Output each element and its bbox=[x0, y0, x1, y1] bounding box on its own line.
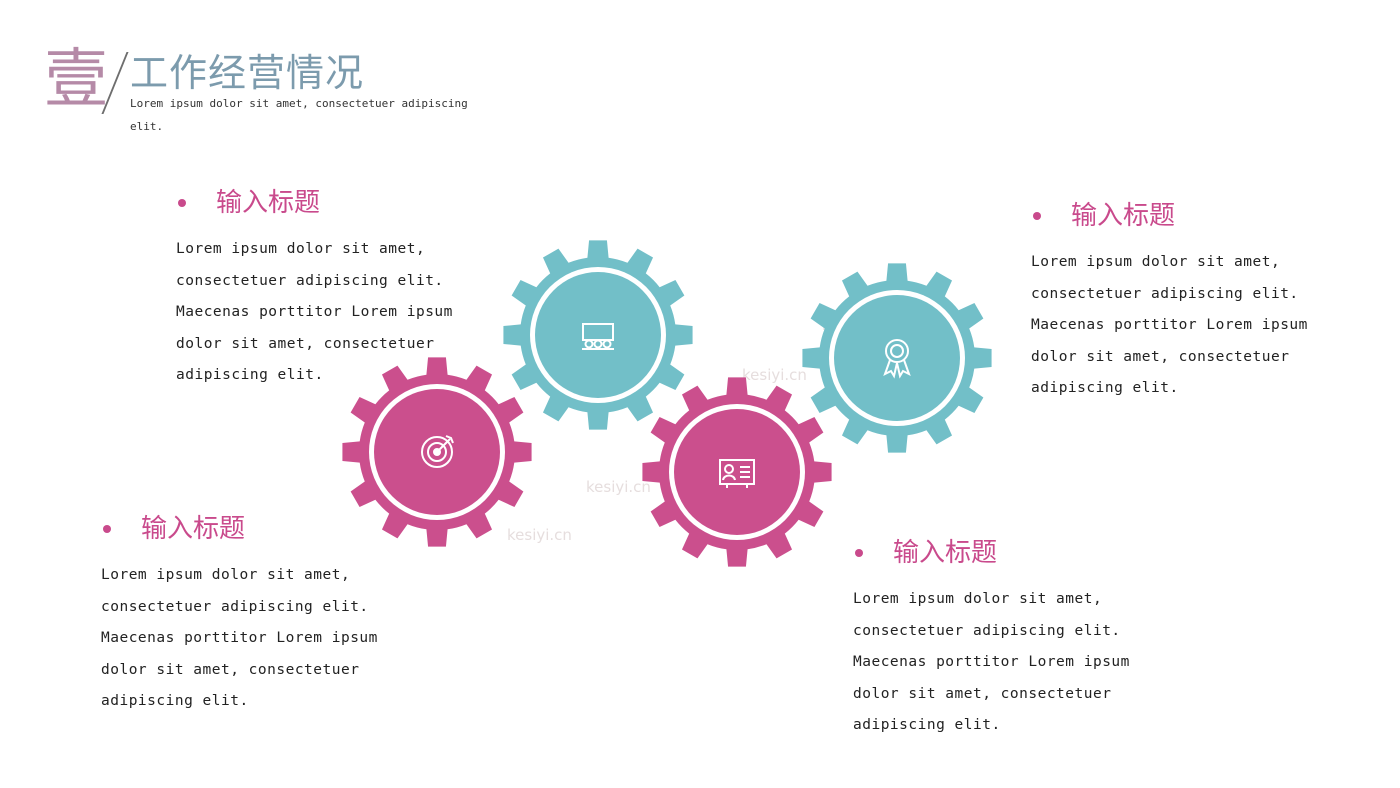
section-number: 壹 bbox=[44, 43, 108, 117]
block-heading: 输入标题 bbox=[853, 536, 1153, 570]
info-block-top-right: 输入标题 Lorem ipsum dolor sit amet, consect… bbox=[1031, 199, 1331, 405]
block-title: 输入标题 bbox=[141, 514, 246, 544]
award-ribbon-icon bbox=[883, 339, 911, 379]
bullet-dot bbox=[103, 525, 111, 533]
block-body: Lorem ipsum dolor sit amet, consectetuer… bbox=[853, 591, 1130, 733]
slide-subtitle: Lorem ipsum dolor sit amet, consectetuer… bbox=[130, 97, 468, 133]
block-title: 输入标题 bbox=[216, 188, 321, 218]
info-block-bottom-left: 输入标题 Lorem ipsum dolor sit amet, consect… bbox=[101, 512, 401, 718]
gear-core bbox=[535, 272, 661, 398]
block-heading: 输入标题 bbox=[1031, 199, 1331, 233]
block-body: Lorem ipsum dolor sit amet, consectetuer… bbox=[176, 241, 453, 383]
gear-magenta-left bbox=[342, 357, 532, 547]
slide-title: 工作经营情况 bbox=[130, 51, 365, 95]
block-title: 输入标题 bbox=[893, 538, 998, 568]
block-title: 输入标题 bbox=[1071, 201, 1176, 231]
watermark: kesiyi.cn bbox=[742, 366, 807, 384]
gear-teal-right bbox=[802, 263, 992, 453]
target-arrow-icon bbox=[421, 435, 454, 468]
gear-magenta-right bbox=[642, 377, 832, 567]
block-heading: 输入标题 bbox=[176, 186, 476, 220]
bullet-dot bbox=[855, 549, 863, 557]
id-card-icon bbox=[719, 459, 755, 488]
bullet-dot bbox=[178, 199, 186, 207]
gear-core bbox=[674, 409, 800, 535]
slide-header: 壹 工作经营情况 Lorem ipsum dolor sit amet, con… bbox=[44, 44, 514, 144]
watermark: kesiyi.cn bbox=[586, 478, 651, 496]
watermark: kesiyi.cn bbox=[507, 526, 572, 544]
gear-core bbox=[834, 295, 960, 421]
info-block-top-left: 输入标题 Lorem ipsum dolor sit amet, consect… bbox=[176, 186, 476, 392]
presentation-board-icon bbox=[582, 323, 614, 350]
block-heading: 输入标题 bbox=[101, 512, 401, 546]
gear-teal-left bbox=[503, 240, 693, 430]
block-body: Lorem ipsum dolor sit amet, consectetuer… bbox=[101, 567, 378, 709]
bullet-dot bbox=[1033, 212, 1041, 220]
info-block-bottom-right: 输入标题 Lorem ipsum dolor sit amet, consect… bbox=[853, 536, 1153, 742]
block-body: Lorem ipsum dolor sit amet, consectetuer… bbox=[1031, 254, 1308, 396]
